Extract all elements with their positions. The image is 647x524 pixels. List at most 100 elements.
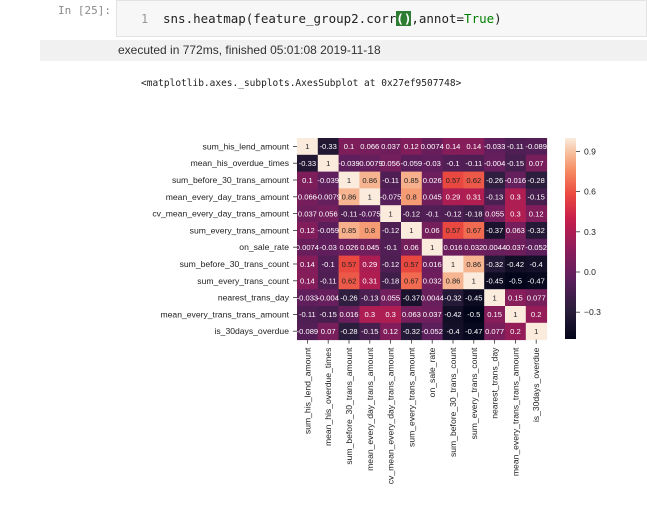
heatmap-cell xyxy=(297,238,319,257)
heatmap-annotation: -0.039 xyxy=(338,159,360,168)
heatmap-annotation: -0.1 xyxy=(322,260,335,269)
heatmap-cell xyxy=(380,255,402,273)
heatmap-cell xyxy=(525,238,548,257)
heatmap-cell xyxy=(421,289,444,307)
heatmap-cell xyxy=(525,188,548,206)
heatmap-annotation: -0.11 xyxy=(382,176,399,185)
heatmap-annotation: 0.037 xyxy=(298,209,317,218)
heatmap-annotation: 0.037 xyxy=(381,142,400,151)
y-tick-label: sum_his_lend_amount xyxy=(203,141,290,151)
heatmap-annotation: 0.57 xyxy=(404,260,419,269)
heatmap-annotation: -0.016 xyxy=(505,176,527,185)
heatmap-cell xyxy=(317,255,340,273)
heatmap-cell xyxy=(401,171,423,189)
code-line[interactable]: sns.heatmap(feature_group2.corr(),annot=… xyxy=(163,11,502,26)
heatmap-annotation: -0.28 xyxy=(340,327,357,336)
heatmap-cell xyxy=(442,306,464,324)
heatmap-annotation: 1 xyxy=(388,209,392,218)
heatmap-cell xyxy=(442,272,464,290)
heatmap-cell xyxy=(297,154,319,173)
heatmap-cell xyxy=(463,255,485,273)
y-tick-label: mean_every_trans_trans_amount xyxy=(160,309,289,319)
y-tick-label: on_sale_rate xyxy=(239,242,289,252)
heatmap-cell xyxy=(442,154,464,173)
heatmap-cell xyxy=(442,322,464,341)
heatmap-annotation: -0.004 xyxy=(317,293,339,302)
heatmap-annotation: -0.033 xyxy=(297,293,319,302)
heatmap-cell xyxy=(317,222,340,240)
heatmap-annotation: -0.32 xyxy=(444,293,461,302)
heatmap-annotation: 0.85 xyxy=(404,176,419,185)
heatmap-annotation: -0.5 xyxy=(509,277,522,286)
heatmap-annotation: 0.0044 xyxy=(421,293,444,302)
heatmap-cell xyxy=(359,154,381,173)
heatmap-cell xyxy=(421,188,444,206)
heatmap-cell xyxy=(484,222,506,240)
heatmap-cell xyxy=(317,171,340,189)
heatmap-cell xyxy=(505,322,527,341)
heatmap-annotation: 0.056 xyxy=(319,209,338,218)
heatmap-annotation: 0.3 xyxy=(510,209,521,218)
heatmap-annotation: -0.1 xyxy=(426,209,439,218)
heatmap-cell xyxy=(380,322,402,341)
heatmap-annotation: -0.059 xyxy=(401,159,423,168)
heatmap-cell xyxy=(421,272,444,290)
heatmap-annotation: -0.075 xyxy=(359,209,381,218)
heatmap-annotation: 0.056 xyxy=(381,159,400,168)
heatmap-annotation: 0.86 xyxy=(362,176,377,185)
y-tick-label: mean_his_overdue_times xyxy=(191,158,289,168)
code-cell-input[interactable]: 1 sns.heatmap(feature_group2.corr(),anno… xyxy=(116,0,647,37)
colorbar-tick-label: 0.9 xyxy=(584,146,596,156)
heatmap-cell xyxy=(380,272,402,290)
y-tick-label: sum_before_30_trans_amount xyxy=(172,175,290,185)
heatmap-annotation: -0.12 xyxy=(382,260,399,269)
heatmap-cell xyxy=(297,272,319,290)
heatmap-annotation: -0.33 xyxy=(320,142,337,151)
x-tick-label: sum_before_30_trans_amount xyxy=(344,347,354,465)
heatmap-annotation: -0.15 xyxy=(507,159,524,168)
heatmap-cell xyxy=(317,238,340,257)
heatmap-annotation: 0.0044 xyxy=(483,243,506,252)
heatmap-annotation: 0.016 xyxy=(423,260,442,269)
heatmap-cell xyxy=(380,306,402,324)
heatmap-cell xyxy=(359,322,381,341)
line-number: 1 xyxy=(141,12,149,26)
x-tick-label: on_sale_rate xyxy=(427,347,437,397)
heatmap-annotation: 0.07 xyxy=(321,327,336,336)
heatmap-cell xyxy=(380,289,402,307)
heatmap-cell xyxy=(484,289,506,307)
heatmap-cell xyxy=(380,188,402,206)
heatmap-annotation: 0.12 xyxy=(529,209,544,218)
heatmap-cell xyxy=(297,205,319,223)
heatmap-annotation: 0.045 xyxy=(360,243,379,252)
heatmap-annotation: 0.066 xyxy=(298,193,317,202)
heatmap-annotation: 1 xyxy=(534,327,538,336)
heatmap-annotation: 0.15 xyxy=(487,310,502,319)
heatmap-annotation: 0.85 xyxy=(342,226,357,235)
heatmap-cell xyxy=(359,306,381,324)
heatmap-cell xyxy=(297,138,319,156)
colorbar-tick-label: 0.3 xyxy=(584,227,596,237)
heatmap-cell xyxy=(442,289,464,307)
heatmap-annotation: 0.14 xyxy=(300,260,315,269)
heatmap-annotation: -0.089 xyxy=(525,142,547,151)
cell-prompt: In [25]: xyxy=(58,4,111,17)
heatmap-cell xyxy=(484,171,506,189)
heatmap-annotation: 0.86 xyxy=(342,193,357,202)
heatmap-annotation: -0.15 xyxy=(320,310,337,319)
x-tick-label: sum_before_30_trans_count xyxy=(448,347,458,457)
y-tick-label: cv_mean_every_day_trans_amount xyxy=(152,209,289,219)
heatmap-annotation: -0.004 xyxy=(484,159,506,168)
y-tick-label: sum_every_trans_count xyxy=(197,276,289,286)
heatmap-annotation: 0.86 xyxy=(446,277,461,286)
heatmap-cell xyxy=(297,188,319,206)
heatmap-cell xyxy=(380,138,402,156)
heatmap-annotation: 0.055 xyxy=(485,209,504,218)
heatmap-cell xyxy=(463,138,485,156)
x-tick-label: nearest_trans_day xyxy=(490,347,500,419)
heatmap-annotation: -0.1 xyxy=(446,159,459,168)
heatmap-cell xyxy=(525,154,548,173)
heatmap-annotation: 0.037 xyxy=(506,243,525,252)
